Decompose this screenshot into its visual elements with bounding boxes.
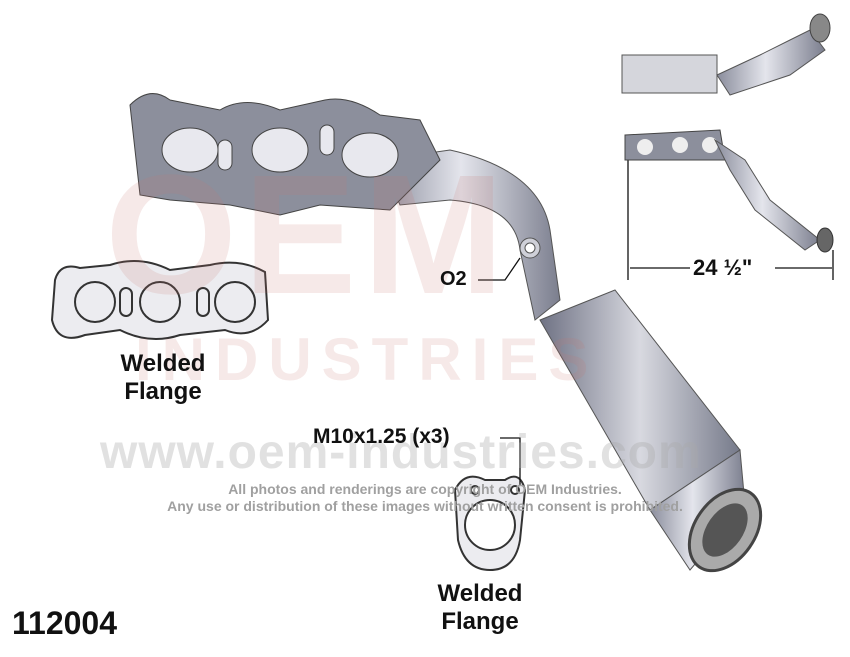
watermark-url: www.oem-industries.com [100,426,702,479]
manifold-flange [129,93,441,216]
o2-sensor-label: O2 [440,268,467,290]
bottom-flange-line-2: Flange [441,608,519,635]
thumbnail-top-view [621,13,831,96]
bottom-flange-line-1: Welded [437,580,523,607]
watermark-copyright-1: All photos and renderings are copyright … [228,481,622,497]
bottom-flange-outline [453,475,527,572]
left-flange-line-2: Flange [124,378,202,405]
catalytic-body [539,289,763,573]
thumbnail-side-view [624,129,834,253]
length-dimension-label: 24 ½" [693,255,753,280]
bolt-spec-label: M10x1.25 (x3) [313,425,450,448]
main-pipe [379,149,561,321]
watermark-logo: OEM [105,140,511,330]
leader-lines [478,160,834,485]
watermark-copyright-2: Any use or distribution of these images … [167,498,683,514]
watermark-logo-sub: INDUSTRIES [135,326,599,393]
left-flange-line-1: Welded [120,350,206,377]
bottom-welded-flange-label: Welded Flange [425,580,535,636]
left-flange-outline [50,260,270,340]
part-number: 112004 [12,605,118,641]
left-welded-flange-label: Welded Flange [108,350,218,406]
